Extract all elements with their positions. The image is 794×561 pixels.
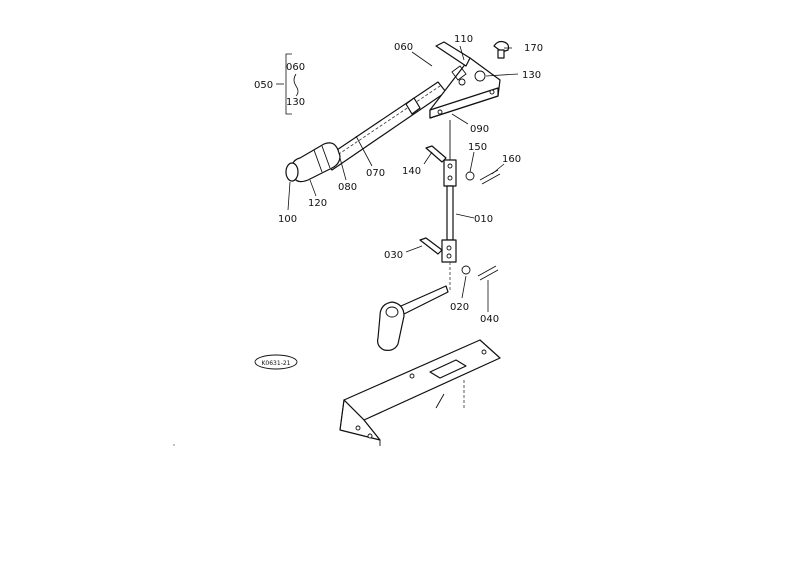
label-160: 160 <box>502 154 521 165</box>
stamp-text: K0631-21 <box>261 360 290 367</box>
lever-knob <box>285 162 299 182</box>
label-140: 140 <box>402 166 421 177</box>
leader-lines <box>276 45 519 312</box>
label-150: 150 <box>468 142 487 153</box>
label-020: 020 <box>450 302 469 313</box>
label-170: 170 <box>524 43 543 54</box>
lever-assembly <box>285 81 447 183</box>
spring-pin-160 <box>479 169 501 185</box>
label-090: 090 <box>470 124 489 135</box>
part-labels: 060 110 170 130 090 070 080 120 100 140 … <box>254 34 543 325</box>
label-060: 060 <box>394 42 413 53</box>
label-070: 070 <box>366 168 385 179</box>
lever-rod <box>321 81 447 171</box>
label-110: 110 <box>454 34 473 45</box>
knob-170 <box>493 40 510 59</box>
washer-150 <box>465 171 475 181</box>
shaft-arm <box>377 285 449 351</box>
washer-020 <box>461 265 471 275</box>
label-100: 100 <box>278 214 297 225</box>
lever-grip <box>291 142 341 183</box>
label-120: 120 <box>308 198 327 209</box>
diagram-stamp: K0631-21 <box>254 354 298 370</box>
label-040: 040 <box>480 314 499 325</box>
base-plate <box>339 339 501 446</box>
pin-140 <box>425 145 447 163</box>
label-010: 010 <box>474 214 493 225</box>
label-130: 130 <box>522 70 541 81</box>
label-060-group: 060 <box>286 62 305 73</box>
pin-030 <box>419 237 443 255</box>
label-130-group: 130 <box>286 97 305 108</box>
connecting-rod <box>441 120 457 290</box>
label-080: 080 <box>338 182 357 193</box>
label-050: 050 <box>254 80 273 91</box>
bracket-plate <box>429 41 501 119</box>
spring-pin-040 <box>477 265 499 281</box>
label-030: 030 <box>384 250 403 261</box>
